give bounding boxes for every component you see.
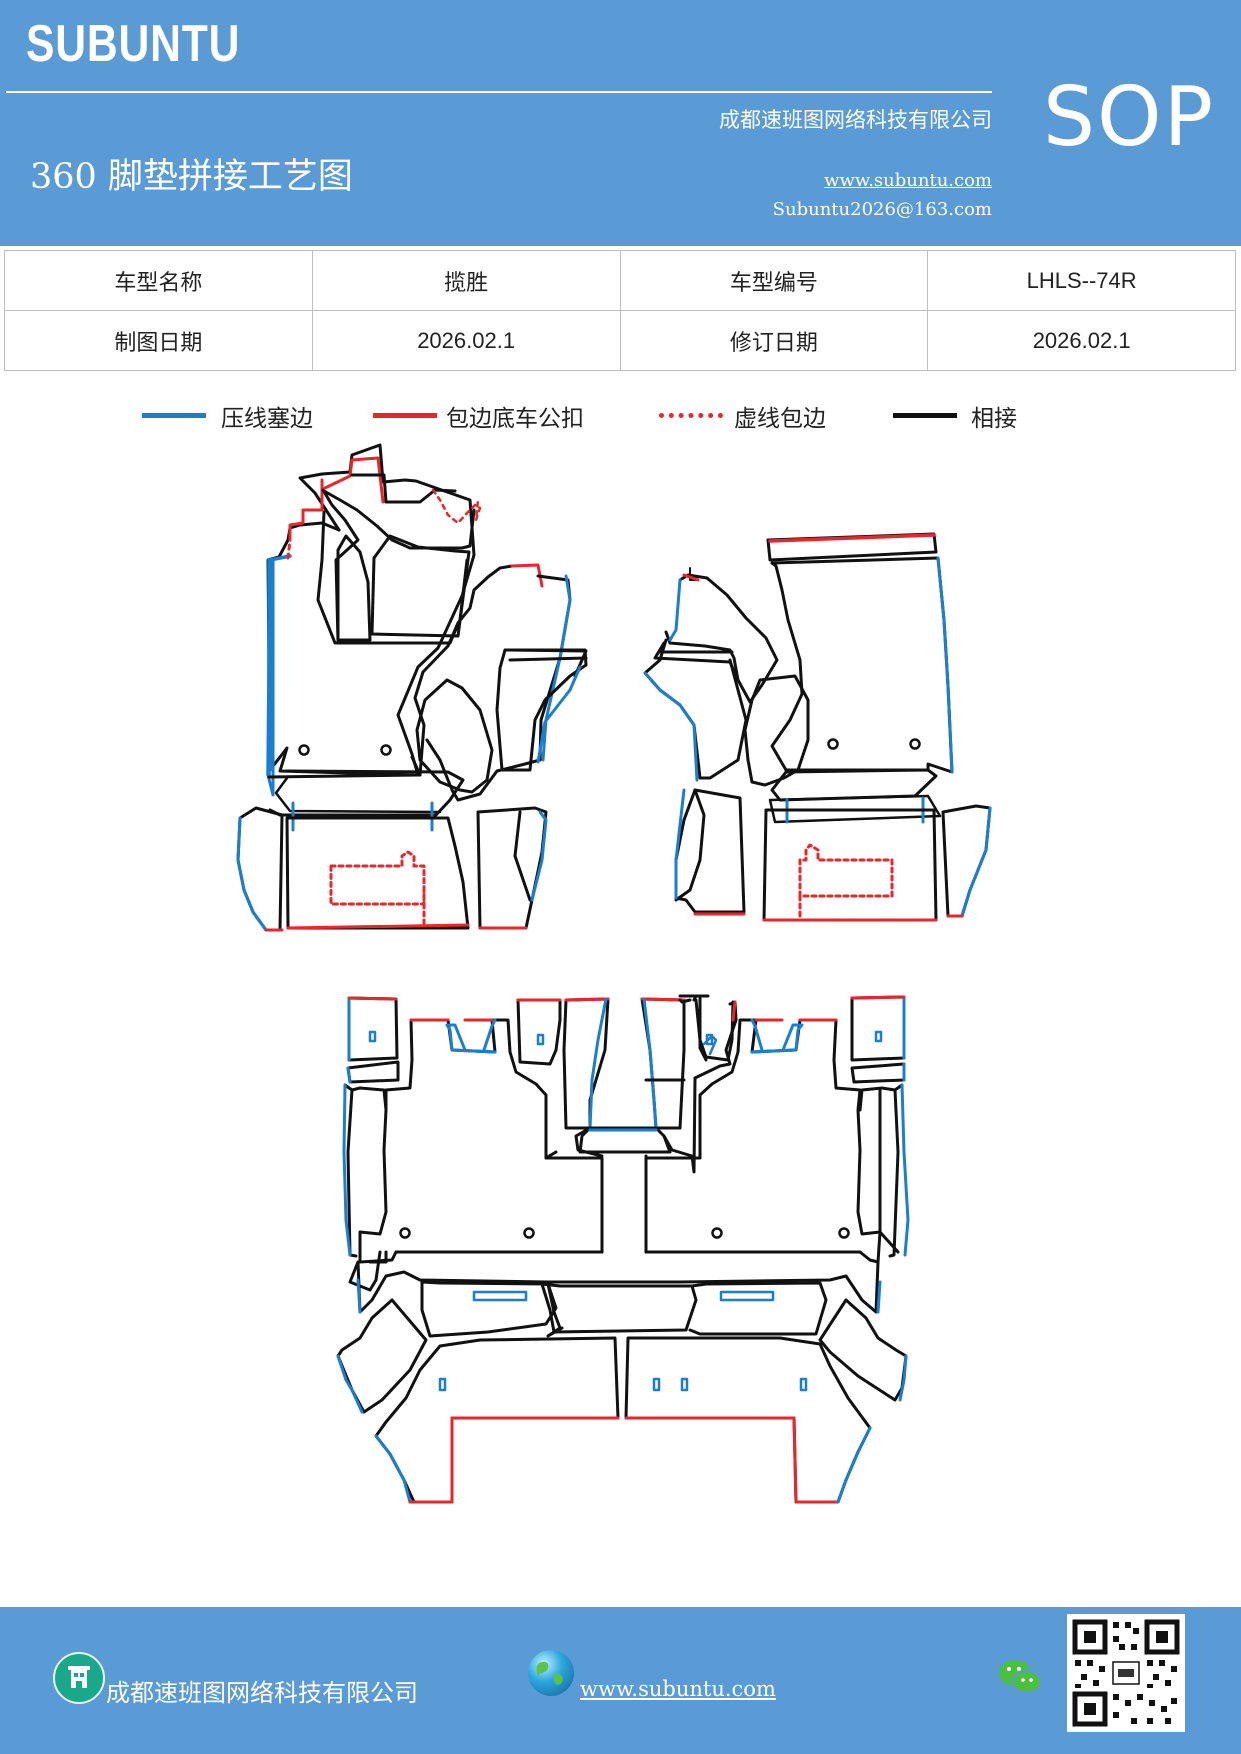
header: SUBUNTU 成都速班图网络科技有限公司 360 脚垫拼接工艺图 www.su… <box>0 0 1241 246</box>
legend-label: 相接 <box>971 406 1017 432</box>
footer-website-link[interactable]: www.subuntu.com <box>580 1677 776 1701</box>
value-model-name: 揽胜 <box>311 250 621 311</box>
footer: 成都速班图网络科技有限公司 www.subuntu.com <box>0 1607 1241 1754</box>
front-left-mat <box>236 443 588 932</box>
footer-company-name: 成都速班图网络科技有限公司 <box>106 1679 418 1707</box>
logo: SUBUNTU <box>26 15 241 73</box>
company-name: 成都速班图网络科技有限公司 <box>719 108 992 132</box>
sop-badge: SOP <box>1043 70 1216 165</box>
label-draw-date: 制图日期 <box>4 310 313 371</box>
building-icon <box>53 1652 105 1704</box>
wechat-icon[interactable] <box>996 1657 1044 1697</box>
info-table: 车型名称 揽胜 车型编号 LHLS--74R 制图日期 2026.02.1 修订… <box>4 250 1236 371</box>
value-model-code: LHLS--74R <box>927 250 1236 311</box>
legend-label: 包边底车公扣 <box>446 406 584 432</box>
front-right-mat <box>643 532 992 922</box>
header-divider <box>6 91 992 93</box>
value-revise-date: 2026.02.1 <box>927 310 1236 371</box>
legend-label: 压线塞边 <box>221 406 313 432</box>
email-address[interactable]: Subuntu2026@163.com <box>772 199 992 220</box>
label-model-name: 车型名称 <box>4 250 313 311</box>
legend-swatch-black <box>893 413 957 418</box>
legend-swatch-red <box>373 413 437 418</box>
legend-label: 虚线包边 <box>734 406 826 432</box>
table-row: 制图日期 2026.02.1 修订日期 2026.02.1 <box>4 310 1236 371</box>
label-revise-date: 修订日期 <box>619 310 929 371</box>
qr-code <box>1067 1614 1185 1732</box>
table-row: 车型名称 揽胜 车型编号 LHLS--74R <box>4 250 1236 311</box>
legend: 压线塞边 包边底车公扣 虚线包边 相接 <box>0 395 1241 445</box>
website-link[interactable]: www.subuntu.com <box>824 170 992 191</box>
value-draw-date: 2026.02.1 <box>311 310 621 371</box>
rear-mat <box>336 994 910 1504</box>
legend-swatch-blue <box>142 413 206 418</box>
page-title: 360 脚垫拼接工艺图 <box>30 157 353 197</box>
label-model-code: 车型编号 <box>619 250 929 311</box>
legend-swatch-red-dotted <box>659 413 723 418</box>
globe-icon <box>528 1650 574 1696</box>
